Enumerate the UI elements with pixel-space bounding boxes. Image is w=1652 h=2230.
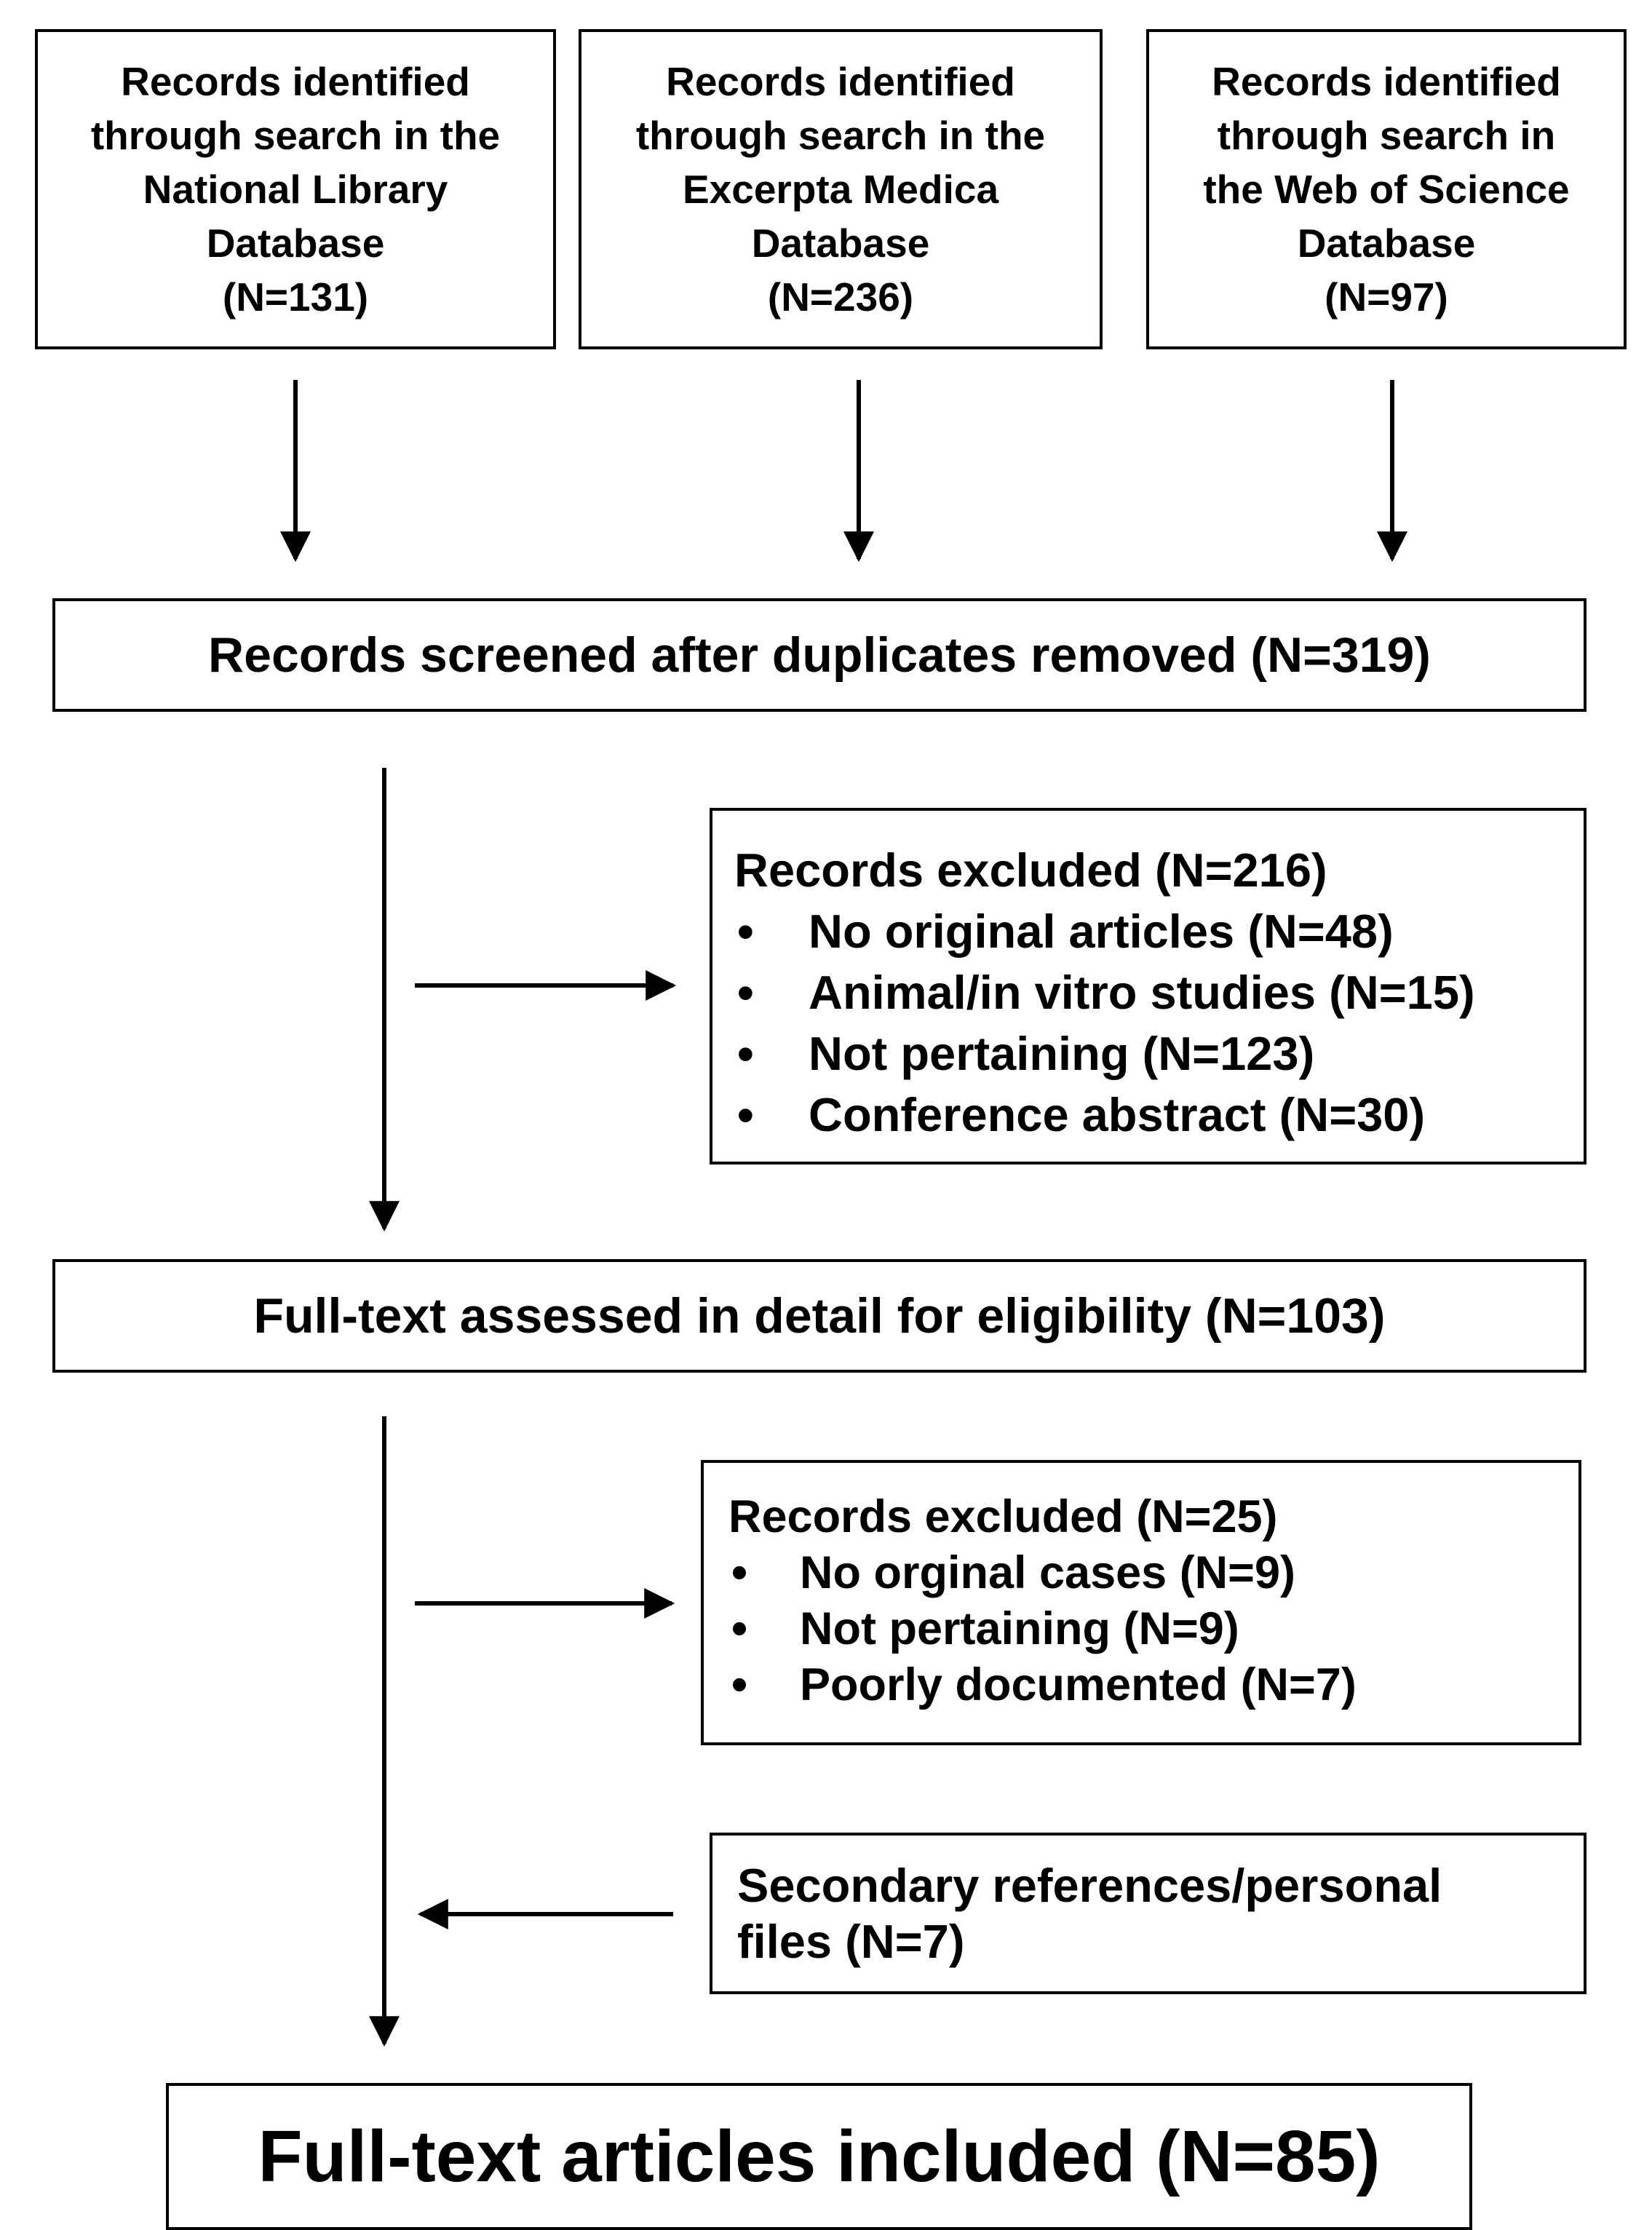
exclusion-item: • Not pertaining (N=123) xyxy=(734,1023,1584,1084)
source-box-excerpta-medica: Records identified through search in the… xyxy=(579,29,1103,349)
included-label: Full-text articles included (N=85) xyxy=(258,2115,1381,2197)
exclusion-item: • Poorly documented (N=7) xyxy=(728,1657,1578,1713)
exclusion-text: No orginal cases (N=9) xyxy=(800,1547,1295,1598)
source-line: through search in the xyxy=(90,113,501,158)
exclusion-text: No original articles (N=48) xyxy=(809,905,1394,958)
source-count: (N=131) xyxy=(222,274,369,320)
exclusion-list: • No orginal cases (N=9) • Not pertaining … xyxy=(728,1545,1578,1713)
source-box-national-library: Records identified through search in the… xyxy=(35,29,556,349)
source-line: Database xyxy=(206,221,385,266)
secondary-line: Secondary references/personal xyxy=(737,1859,1442,1912)
excluded-box-second: Records excluded (N=25) • No orginal case… xyxy=(701,1460,1581,1745)
source-line: National Library xyxy=(143,167,448,212)
exclusion-list: • No original articles (N=48) • Animal/in … xyxy=(734,901,1584,1146)
excluded-title: Records excluded (N=25) xyxy=(728,1491,1278,1542)
exclusion-item: • Not pertaining (N=9) xyxy=(728,1601,1578,1657)
exclusion-item: • Conference abstract (N=30) xyxy=(734,1084,1584,1146)
screened-label: Records screened after duplicates remove… xyxy=(208,627,1431,683)
source-count: (N=236) xyxy=(767,274,914,320)
source-line: Database xyxy=(751,221,930,266)
bullet: • xyxy=(731,1547,748,1598)
source-line: through search in xyxy=(1217,113,1556,158)
exclusion-text: Not pertaining (N=9) xyxy=(800,1603,1239,1654)
excluded-box-first: Records excluded (N=216) • No original ar… xyxy=(710,808,1587,1164)
fulltext-label: Full-text assessed in detail for eligibi… xyxy=(253,1288,1386,1344)
source-line: Records identified xyxy=(666,59,1015,104)
source-line: through search in the xyxy=(635,113,1046,158)
screened-box: Records screened after duplicates remove… xyxy=(52,598,1587,712)
source-line: the Web of Science xyxy=(1203,167,1570,212)
secondary-references-box: Secondary references/personal files (N=7… xyxy=(710,1833,1587,1994)
source-line: Records identified xyxy=(121,59,470,104)
excluded-title: Records excluded (N=216) xyxy=(734,844,1327,897)
bullet: • xyxy=(737,1027,754,1080)
exclusion-text: Conference abstract (N=30) xyxy=(809,1088,1426,1141)
bullet: • xyxy=(737,966,754,1019)
source-line: Database xyxy=(1297,221,1476,266)
exclusion-text: Animal/in vitro studies (N=15) xyxy=(809,966,1475,1019)
exclusion-text: Not pertaining (N=123) xyxy=(809,1027,1315,1080)
source-box-web-of-science: Records identified through search in the… xyxy=(1146,29,1627,349)
exclusion-item: • No orginal cases (N=9) xyxy=(728,1545,1578,1601)
exclusion-item: • No original articles (N=48) xyxy=(734,901,1584,962)
bullet: • xyxy=(737,905,754,958)
source-line: Excerpta Medica xyxy=(682,167,999,212)
bullet: • xyxy=(737,1088,754,1141)
bullet: • xyxy=(731,1603,748,1654)
source-count: (N=97) xyxy=(1325,274,1448,320)
secondary-line: files (N=7) xyxy=(737,1915,965,1968)
fulltext-assessed-box: Full-text assessed in detail for eligibi… xyxy=(52,1259,1587,1373)
exclusion-item: • Animal/in vitro studies (N=15) xyxy=(734,962,1584,1023)
included-box: Full-text articles included (N=85) xyxy=(166,2083,1472,2230)
exclusion-text: Poorly documented (N=7) xyxy=(800,1659,1357,1710)
bullet: • xyxy=(731,1659,748,1710)
source-line: Records identified xyxy=(1212,59,1561,104)
